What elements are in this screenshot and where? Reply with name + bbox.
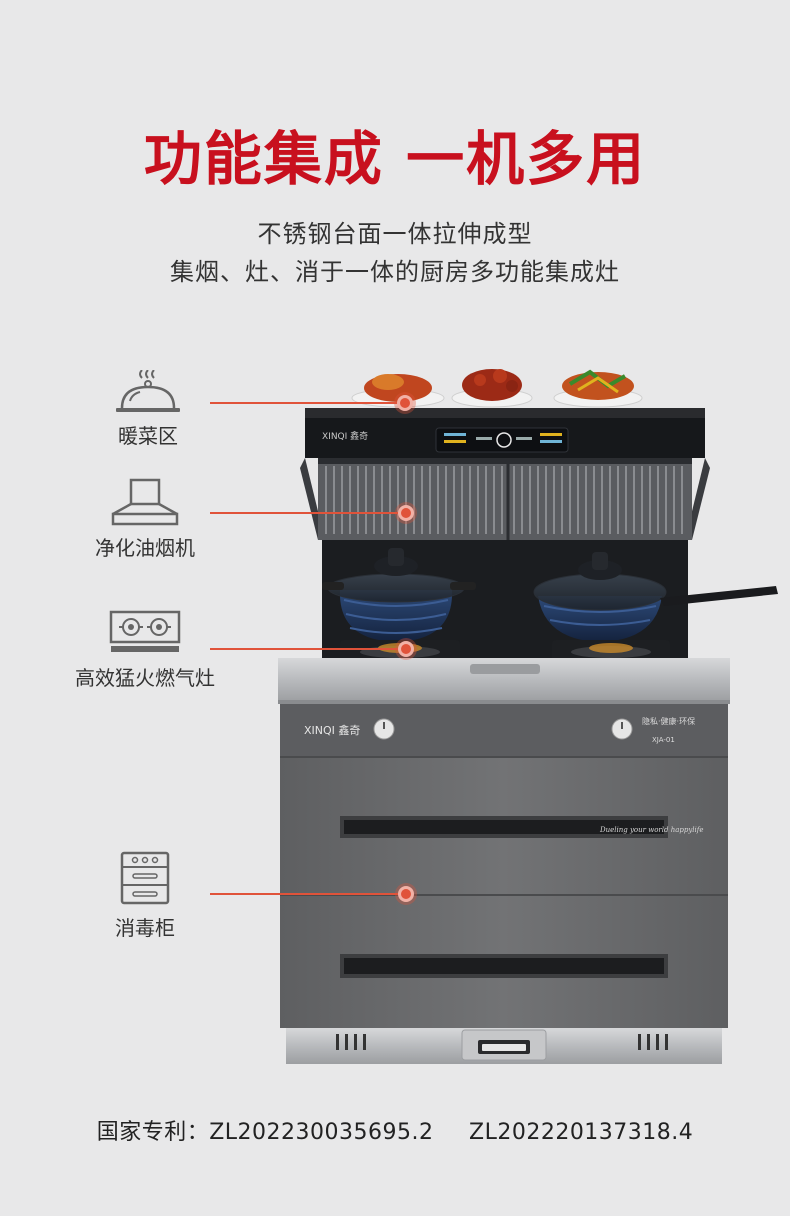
leader-line-stove [210,648,402,650]
feature-label: 消毒柜 [115,916,175,940]
food-cloche-icon [116,370,180,412]
feature-label: 高效猛火燃气灶 [75,666,215,690]
patent-info: 国家专利：ZL202230035695.2 ZL202220137318.4 [0,1114,790,1146]
hotspot-warming[interactable] [397,395,413,411]
feature-disinfection-cabinet: 消毒柜 [60,850,230,941]
left-pot [322,548,476,642]
patent-number-2: ZL202220137318.4 [469,1120,694,1145]
brand-mark: XINQI 鑫奇 [304,723,360,737]
feature-label: 暖菜区 [118,424,178,448]
patent-number-1: ZL202230035695.2 [209,1120,434,1145]
disinfection-cabinet-icon [120,851,170,905]
feature-gas-stove: 高效猛火燃气灶 [60,608,230,691]
model-label: XJA-01 [652,736,675,744]
svg-text:XINQI 鑫奇: XINQI 鑫奇 [322,430,368,442]
feature-label: 净化油烟机 [95,536,195,560]
svg-text:隐私·健康·环保: 隐私·健康·环保 [642,716,695,726]
right-wok [533,552,778,642]
leader-line-hood [210,512,402,514]
gas-stove-icon [109,610,181,652]
svg-text:Dueling your world happylife: Dueling your world happylife [599,826,704,834]
hotspot-stove[interactable] [398,641,414,657]
subtitle-line-1: 不锈钢台面一体拉伸成型 [257,220,533,248]
range-hood-icon [111,478,179,526]
feature-range-hood: 净化油烟机 [60,478,230,561]
leader-line-warming [210,402,400,404]
page-title: 功能集成 一机多用 [143,125,647,193]
subtitle-line-2: 集烟、灶、消于一体的厨房多功能集成灶 [170,258,620,286]
leader-line-cabinet [210,893,402,895]
hotspot-hood[interactable] [398,505,414,521]
hotspot-cabinet[interactable] [398,886,414,902]
feature-warming-area: 暖菜区 [63,370,233,449]
patent-prefix: 国家专利： [96,1120,210,1145]
